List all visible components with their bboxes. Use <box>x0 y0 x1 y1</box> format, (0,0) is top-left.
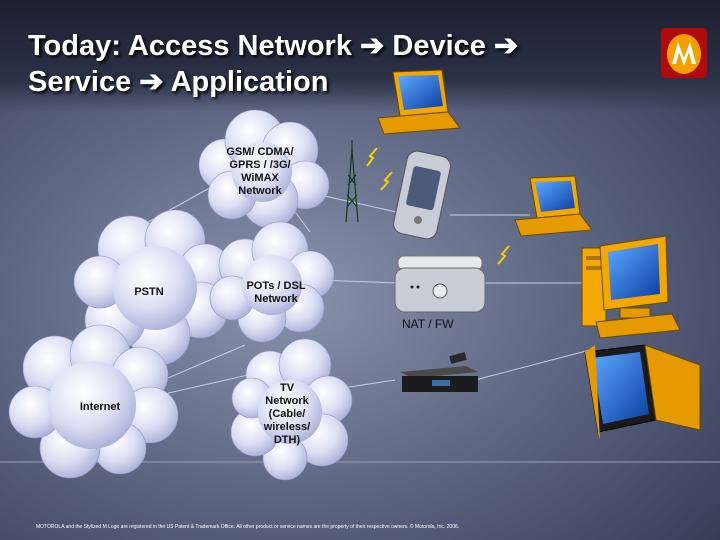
connection-line <box>474 349 591 381</box>
router-label: NAT / FW <box>402 317 454 331</box>
network-label-gsm: GSM/ CDMA/ GPRS / /3G/ WiMAX Network <box>226 146 294 197</box>
title-band <box>0 0 720 112</box>
cloud-dsl <box>209 221 335 343</box>
pda-phone-icon <box>393 150 451 240</box>
cloud-internet <box>8 324 179 479</box>
wireless-signal-icon <box>366 147 510 265</box>
title-part-access-network: Today: Access Network <box>28 30 352 62</box>
footer-legal-text: MOTOROLA and the Stylized M Logo are reg… <box>36 524 460 530</box>
network-label-tv: TV Network (Cable/ wireless/ DTH) <box>263 382 311 446</box>
connection-line <box>319 194 411 216</box>
laptop-top-icon <box>377 69 461 135</box>
router-icon <box>394 255 486 313</box>
motorola-logo-icon <box>661 28 707 78</box>
title-part-application: Application <box>170 66 329 98</box>
slide-title: Today: Access Network ➔ Device ➔ Service… <box>28 28 628 100</box>
cell-tower-icon <box>345 140 359 223</box>
right-arrow-icon: ➔ <box>493 30 519 62</box>
title-part-service: Service <box>28 66 132 98</box>
laptop-middle-icon <box>514 175 593 237</box>
network-label-internet: Internet <box>79 401 121 413</box>
title-part-device: Device <box>392 30 486 62</box>
right-arrow-icon: ➔ <box>139 66 164 98</box>
right-arrow-icon: ➔ <box>360 30 385 62</box>
set-top-box-icon <box>400 352 478 392</box>
television-icon <box>584 344 701 440</box>
cloud-tv <box>230 338 353 481</box>
network-label-dsl: POTs / DSL Network <box>246 280 306 305</box>
cloud-gsm <box>198 109 330 229</box>
desktop-pc-icon <box>581 235 681 339</box>
network-label-pstn: PSTN <box>134 286 164 298</box>
